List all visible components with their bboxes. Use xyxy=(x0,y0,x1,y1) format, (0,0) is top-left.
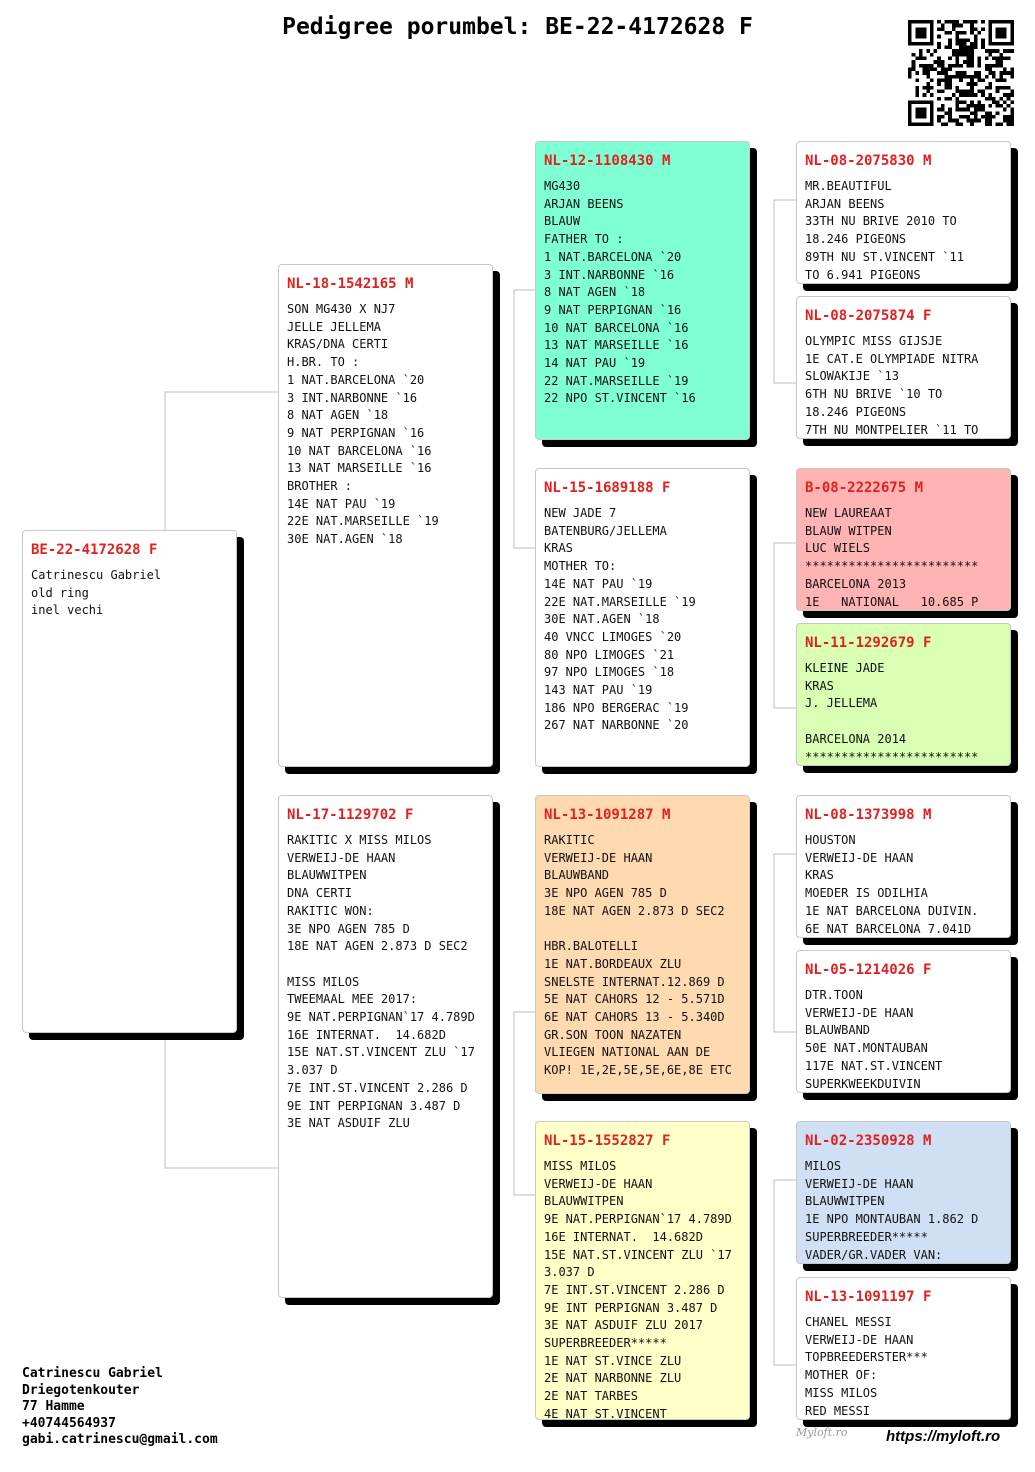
pigeon-info: NEW JADE 7 BATENBURG/JELLEMA KRAS MOTHER… xyxy=(544,506,696,733)
grandsire-maternal-card[interactable]: NL-13-1091287 M RAKITIC VERWEIJ-DE HAAN … xyxy=(535,795,750,1094)
website-link[interactable]: https://myloft.ro xyxy=(886,1428,1001,1445)
ring-number: NL-13-1091197 F xyxy=(805,1289,932,1305)
great-grandparent-card[interactable]: NL-08-2075874 F OLYMPIC MISS GIJSJE 1E C… xyxy=(796,296,1011,439)
grandsire-paternal-card[interactable]: NL-12-1108430 M MG430 ARJAN BEENS BLAUW … xyxy=(535,141,750,440)
pigeon-info: HOUSTON VERWEIJ-DE HAAN KRAS MOEDER IS O… xyxy=(805,833,979,936)
pigeon-info: RAKITIC X MISS MILOS VERWEIJ-DE HAAN BLA… xyxy=(287,833,475,1131)
ring-number: NL-02-2350928 M xyxy=(805,1133,932,1149)
ring-number: NL-15-1689188 F xyxy=(544,480,671,496)
owner-email[interactable]: gabi.catrinescu@gmail.com xyxy=(22,1432,218,1447)
signature-logo: Myloft.ro xyxy=(796,1426,848,1439)
owner-city: 77 Hamme xyxy=(22,1399,85,1414)
great-grandparent-card[interactable]: NL-11-1292679 F KLEINE JADE KRAS J. JELL… xyxy=(796,623,1011,766)
owner-street: Driegotenkouter xyxy=(22,1382,140,1398)
ring-number: NL-13-1091287 M xyxy=(544,807,671,823)
granddam-maternal-card[interactable]: NL-15-1552827 F MISS MILOS VERWEIJ-DE HA… xyxy=(535,1121,750,1420)
pigeon-info: RAKITIC VERWEIJ-DE HAAN BLAUWBAND 3E NPO… xyxy=(544,833,732,1078)
ring-number: NL-18-1542165 M xyxy=(287,276,414,292)
owner-contact: Catrinescu Gabriel Driegotenkouter 77 Ha… xyxy=(22,1366,218,1449)
granddam-paternal-card[interactable]: NL-15-1689188 F NEW JADE 7 BATENBURG/JEL… xyxy=(535,468,750,767)
page-title: Pedigree porumbel: BE-22-4172628 F xyxy=(282,14,753,40)
ring-number: NL-05-1214026 F xyxy=(805,962,932,978)
great-grandparent-card[interactable]: NL-02-2350928 M MILOS VERWEIJ-DE HAAN BL… xyxy=(796,1121,1011,1264)
great-grandparent-card[interactable]: NL-13-1091197 F CHANEL MESSI VERWEIJ-DE … xyxy=(796,1277,1011,1420)
ring-number: NL-17-1129702 F xyxy=(287,807,414,823)
great-grandparent-card[interactable]: B-08-2222675 M NEW LAUREAAT BLAUW WITPEN… xyxy=(796,468,1011,611)
pigeon-info: MG430 ARJAN BEENS BLAUW FATHER TO : 1 NA… xyxy=(544,179,696,406)
pigeon-info: MILOS VERWEIJ-DE HAAN BLAUWWITPEN 1E NPO… xyxy=(805,1159,979,1262)
dam-card[interactable]: NL-17-1129702 F RAKITIC X MISS MILOS VER… xyxy=(278,795,493,1298)
ring-number: NL-08-2075874 F xyxy=(805,308,932,324)
pigeon-info: MR.BEAUTIFUL ARJAN BEENS 33TH NU BRIVE 2… xyxy=(805,179,964,282)
ring-number: NL-15-1552827 F xyxy=(544,1133,671,1149)
pigeon-info: SON MG430 X NJ7 JELLE JELLEMA KRAS/DNA C… xyxy=(287,302,439,547)
great-grandparent-card[interactable]: NL-08-1373998 M HOUSTON VERWEIJ-DE HAAN … xyxy=(796,795,1011,938)
pigeon-info: MISS MILOS VERWEIJ-DE HAAN BLAUWWITPEN 9… xyxy=(544,1159,732,1420)
pigeon-info: DTR.TOON VERWEIJ-DE HAAN BLAUWBAND 50E N… xyxy=(805,988,943,1091)
ring-number: B-08-2222675 M xyxy=(805,480,924,496)
ring-number: BE-22-4172628 F xyxy=(31,542,158,558)
great-grandparent-card[interactable]: NL-05-1214026 F DTR.TOON VERWEIJ-DE HAAN… xyxy=(796,950,1011,1093)
pigeon-info: CHANEL MESSI VERWEIJ-DE HAAN TOPBREEDERS… xyxy=(805,1315,928,1418)
ring-number: NL-11-1292679 F xyxy=(805,635,932,651)
qr-code xyxy=(908,20,1014,126)
pigeon-info: KLEINE JADE KRAS J. JELLEMA BARCELONA 20… xyxy=(805,661,979,764)
pigeon-info: Catrinescu Gabriel old ring inel vechi xyxy=(31,568,162,618)
ring-number: NL-08-2075830 M xyxy=(805,153,932,169)
ring-number: NL-12-1108430 M xyxy=(544,153,671,169)
great-grandparent-card[interactable]: NL-08-2075830 M MR.BEAUTIFUL ARJAN BEENS… xyxy=(796,141,1011,284)
sire-card[interactable]: NL-18-1542165 M SON MG430 X NJ7 JELLE JE… xyxy=(278,264,493,767)
subject-card[interactable]: BE-22-4172628 F Catrinescu Gabriel old r… xyxy=(22,530,237,1033)
pigeon-info: NEW LAUREAAT BLAUW WITPEN LUC WIELS ****… xyxy=(805,506,979,609)
owner-name: Catrinescu Gabriel xyxy=(22,1366,163,1381)
pigeon-info: OLYMPIC MISS GIJSJE 1E CAT.E OLYMPIADE N… xyxy=(805,334,979,437)
ring-number: NL-08-1373998 M xyxy=(805,807,932,823)
owner-phone: +40744564937 xyxy=(22,1415,116,1431)
